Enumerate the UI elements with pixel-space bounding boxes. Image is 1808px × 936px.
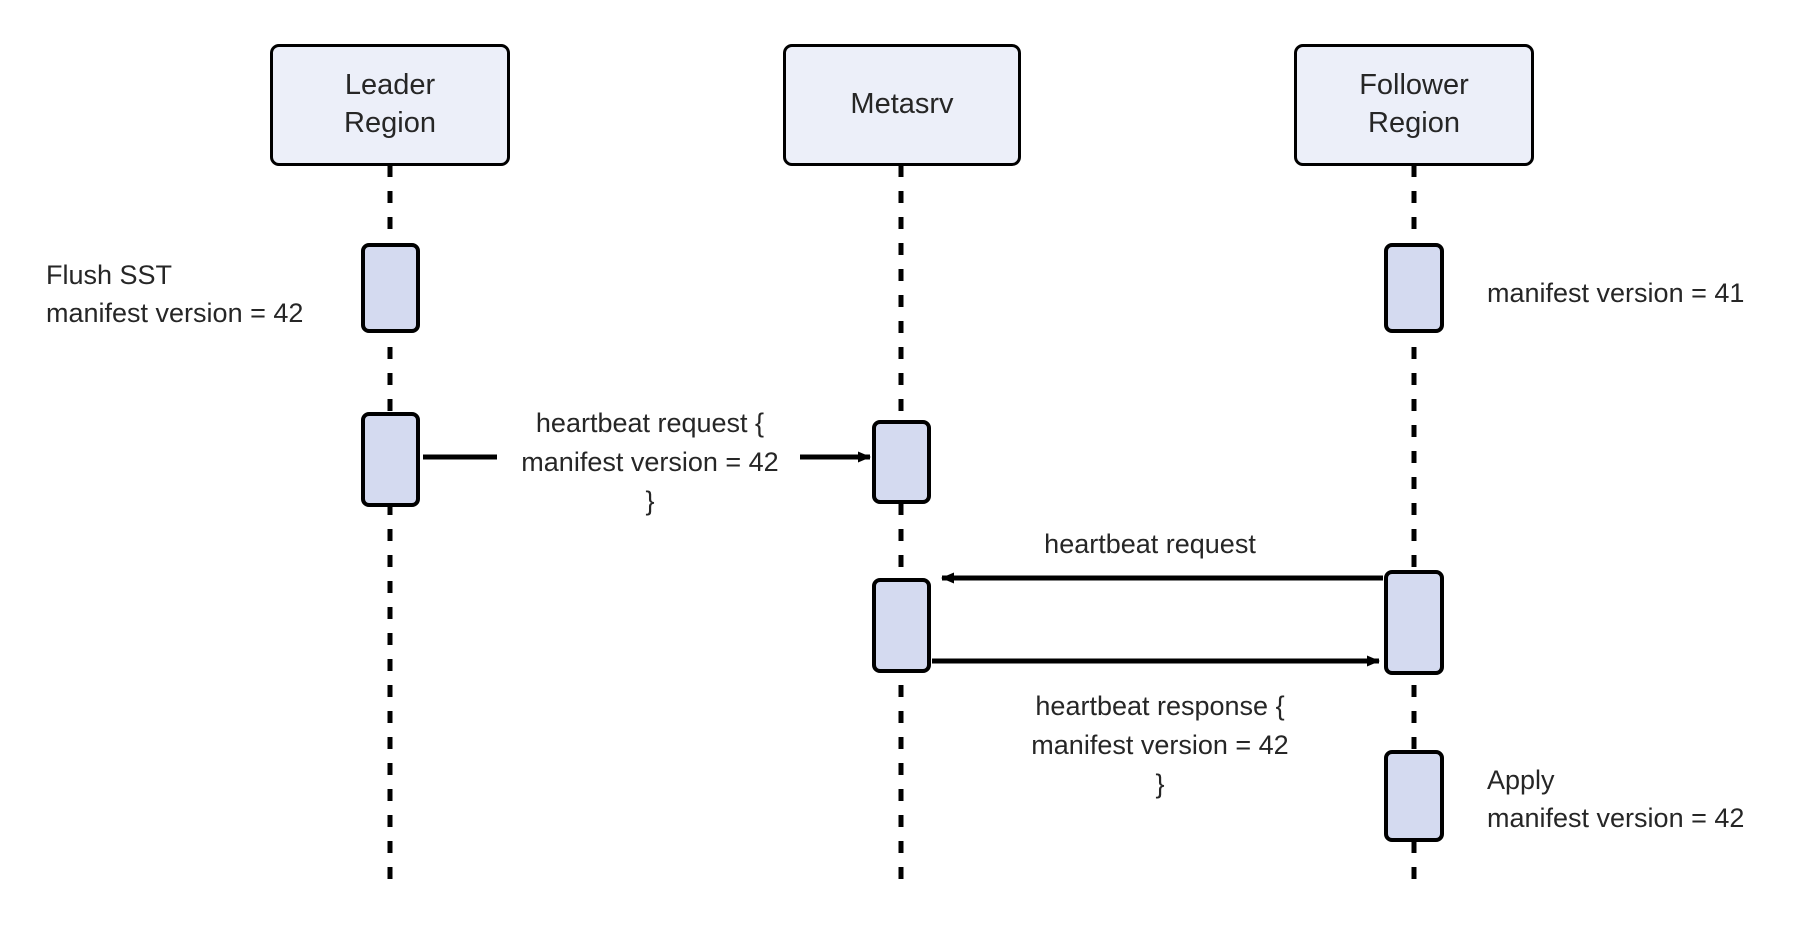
participant-metasrv[interactable]: Metasrv [783,44,1021,166]
note-follower-manifest-version: manifest version = 41 [1487,278,1745,308]
note-flush-sst: Flush SST manifest version = 42 [46,260,304,329]
activation-metasrv-1[interactable] [872,420,931,504]
activation-follower-1[interactable] [1384,243,1444,333]
activation-follower-3[interactable] [1384,750,1444,842]
activation-leader-2[interactable] [361,412,420,507]
message-label-heartbeat-request-follower: heartbeat request [1044,529,1256,559]
message-label-heartbeat-request-leader: heartbeat request { manifest version = 4… [521,408,779,516]
message-label-heartbeat-response: heartbeat response { manifest version = … [1031,691,1289,799]
activation-metasrv-2[interactable] [872,578,931,673]
participant-leader-region[interactable]: Leader Region [270,44,510,166]
participant-follower-region[interactable]: Follower Region [1294,44,1534,166]
note-apply-manifest-version: Apply manifest version = 42 [1487,765,1745,834]
activation-follower-2[interactable] [1384,570,1444,675]
activation-leader-1[interactable] [361,243,420,333]
